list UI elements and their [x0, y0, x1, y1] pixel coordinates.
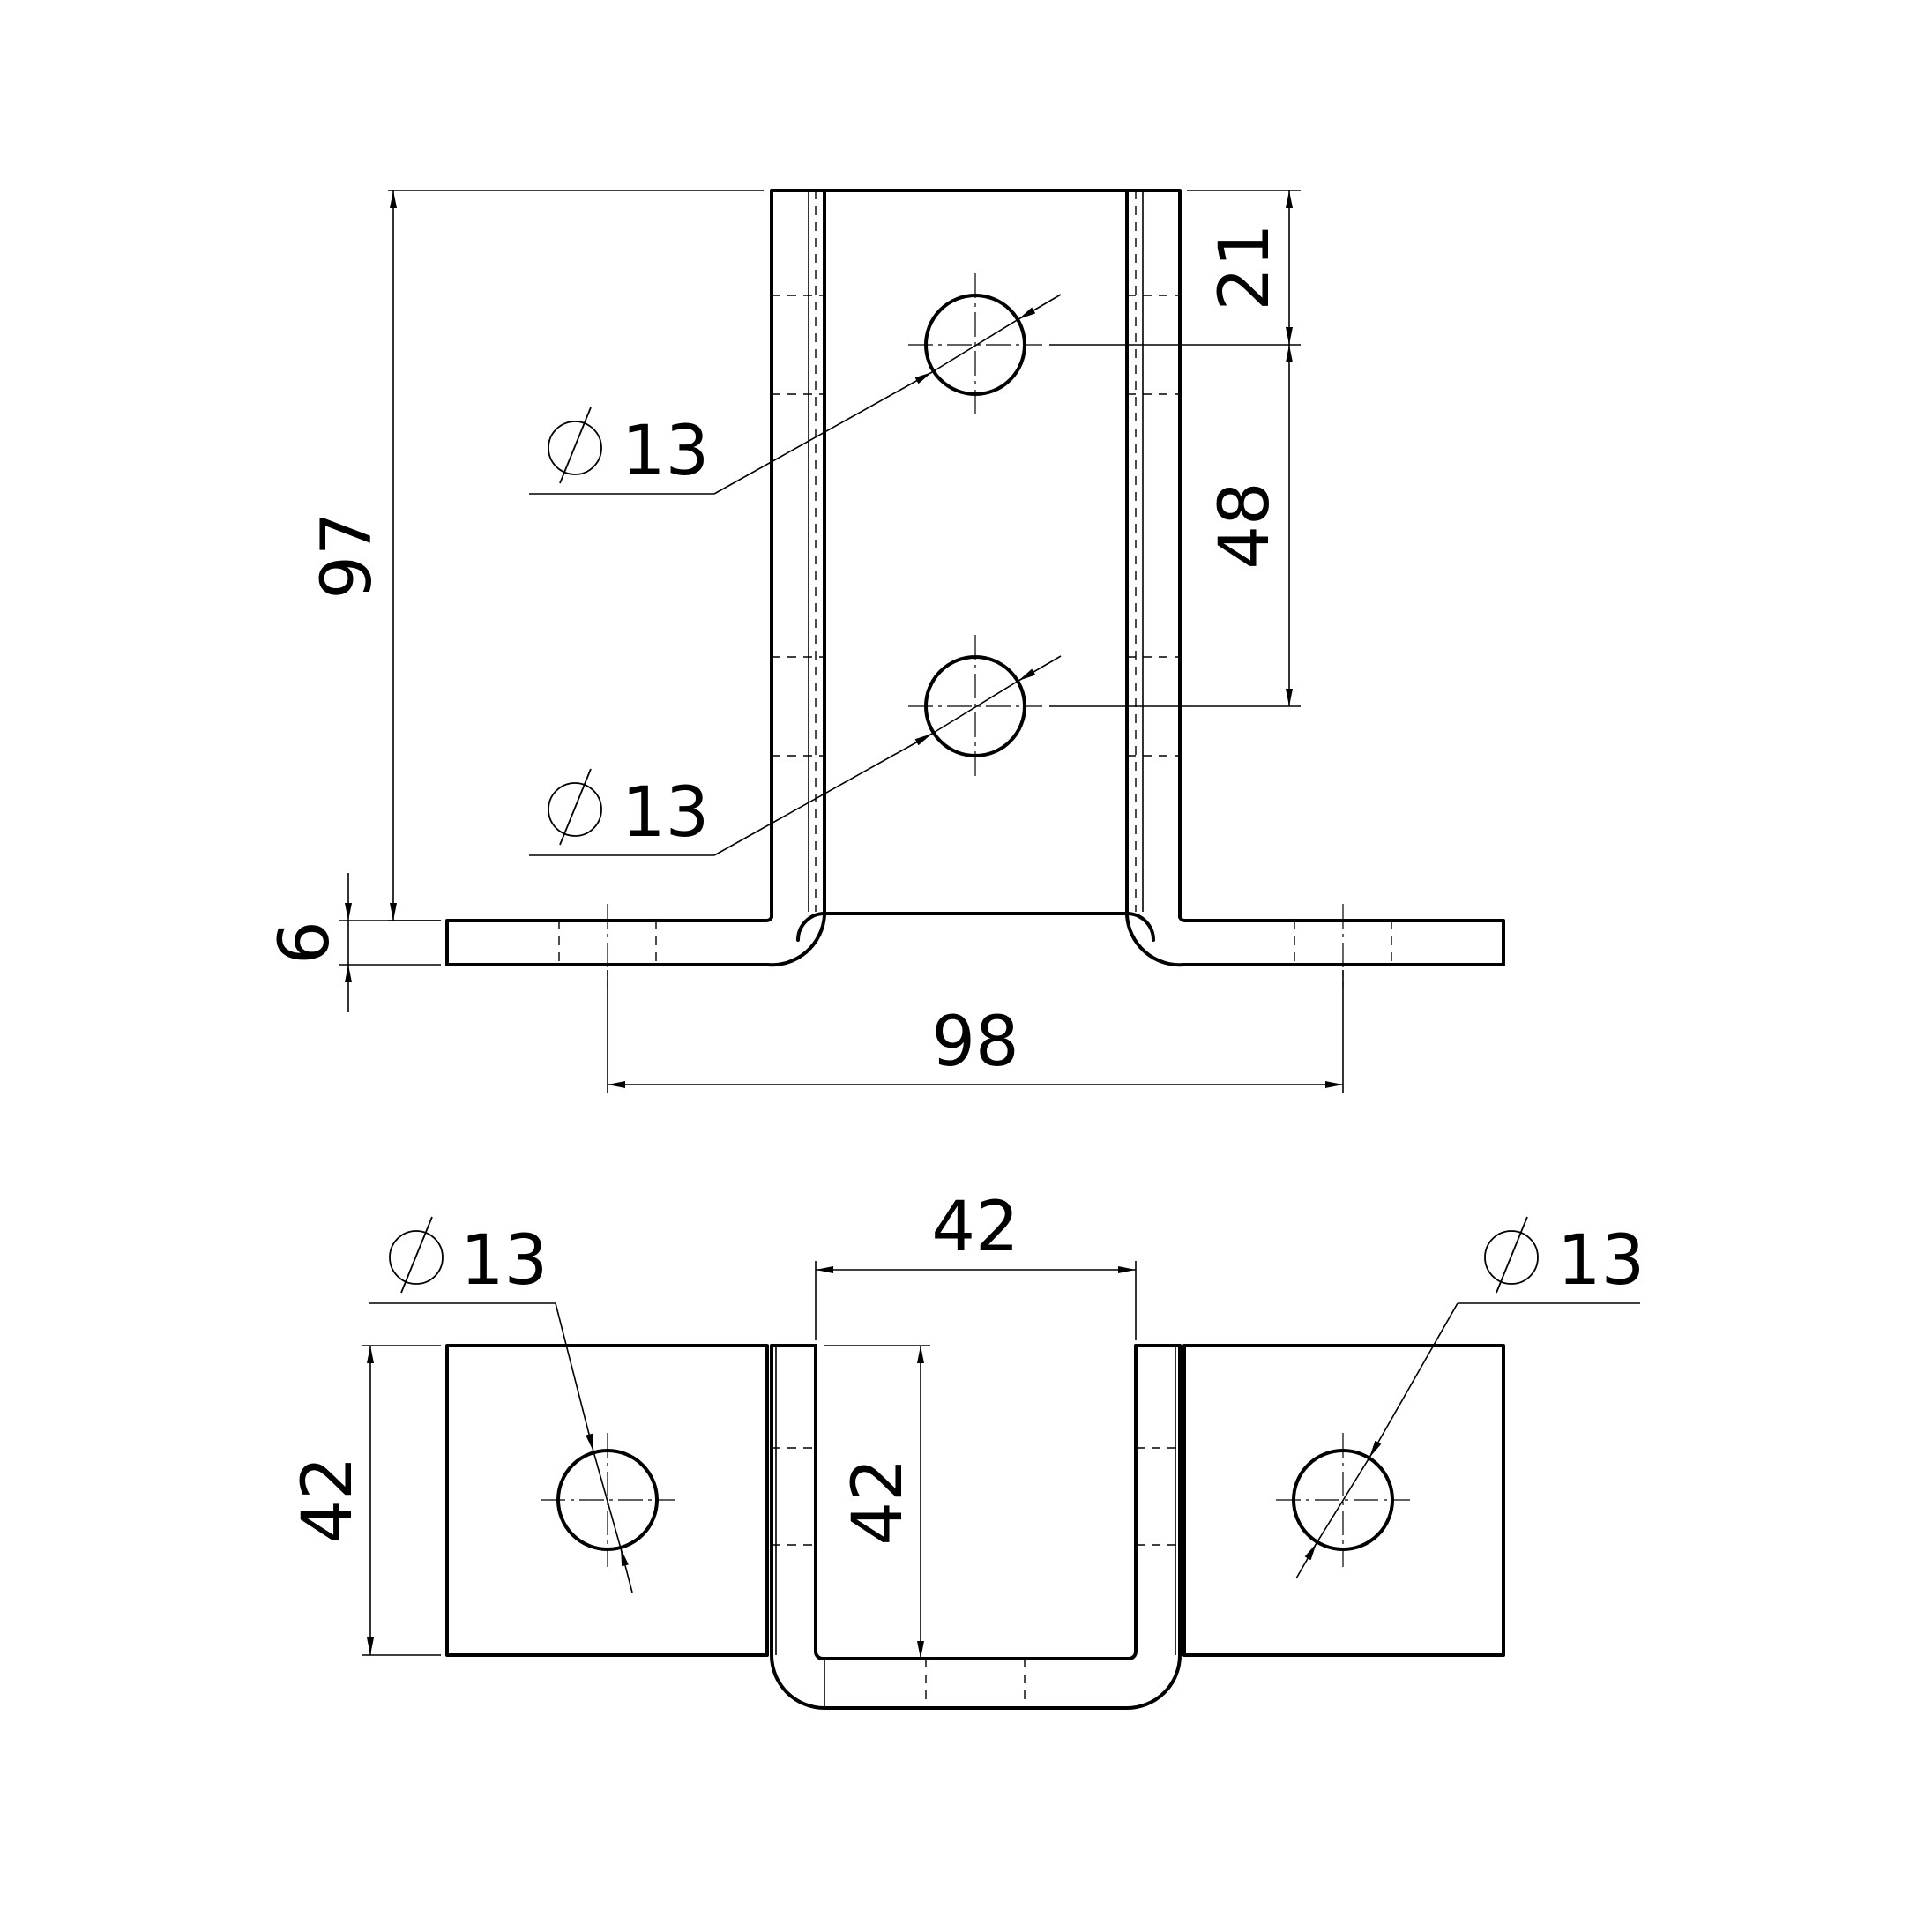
plan-left-hole-diameter-label: 13 — [460, 1221, 548, 1301]
front-view: 97 21 48 6 98 — [265, 189, 1505, 1093]
plan-right-hole-diameter-label: 13 — [1557, 1221, 1645, 1301]
left-flange — [445, 914, 826, 967]
leader-plan-left-hole: 13 — [369, 1216, 633, 1593]
dim-6-label: 6 — [265, 921, 345, 965]
dim-6: 6 — [265, 873, 441, 1012]
dim-21: 21 — [1049, 190, 1301, 346]
dim-42-inner-height-label: 42 — [839, 1458, 918, 1545]
plan-view: 42 42 42 13 — [288, 1188, 1645, 1710]
right-wall-outline — [1125, 189, 1182, 919]
diameter-symbol-icon — [548, 768, 602, 846]
right-plate — [1182, 1344, 1505, 1657]
right-inner-bend — [1125, 912, 1155, 942]
left-wall-outline — [770, 189, 826, 919]
plan-hole-centerlines — [541, 1433, 1410, 1567]
dim-42-width-label: 42 — [931, 1188, 1018, 1267]
wall-hidden-holes — [558, 295, 1392, 965]
dim-98: 98 — [607, 970, 1344, 1093]
dim-98-label: 98 — [931, 1003, 1018, 1082]
dim-48: 48 — [1049, 345, 1301, 707]
right-flange — [1125, 914, 1505, 967]
hole-centerlines — [607, 273, 1344, 988]
leader-plan-right-hole: 13 — [1295, 1216, 1645, 1579]
u-channel-inner — [814, 1344, 1138, 1660]
dim-48-label: 48 — [1205, 481, 1285, 569]
dim-42-width: 42 — [815, 1188, 1137, 1340]
dim-42-left-height: 42 — [288, 1345, 441, 1656]
u-channel-outer — [770, 1344, 1182, 1710]
dim-21-label: 21 — [1205, 223, 1285, 310]
left-inner-bend — [796, 912, 826, 942]
leader-upper-hole: 13 — [529, 294, 1062, 495]
left-plate — [445, 1344, 769, 1657]
diameter-symbol-icon — [548, 407, 602, 484]
dim-97-label: 97 — [308, 511, 387, 599]
dim-42-left-height-label: 42 — [288, 1456, 368, 1543]
lower-hole-diameter-label: 13 — [622, 773, 709, 853]
leader-lower-hole: 13 — [529, 655, 1062, 856]
diameter-symbol-icon — [1484, 1216, 1539, 1294]
diameter-symbol-icon — [389, 1216, 444, 1294]
upper-hole-diameter-label: 13 — [622, 412, 709, 491]
dim-42-inner-height: 42 — [824, 1345, 930, 1659]
plan-hidden-lines — [772, 1447, 1180, 1708]
